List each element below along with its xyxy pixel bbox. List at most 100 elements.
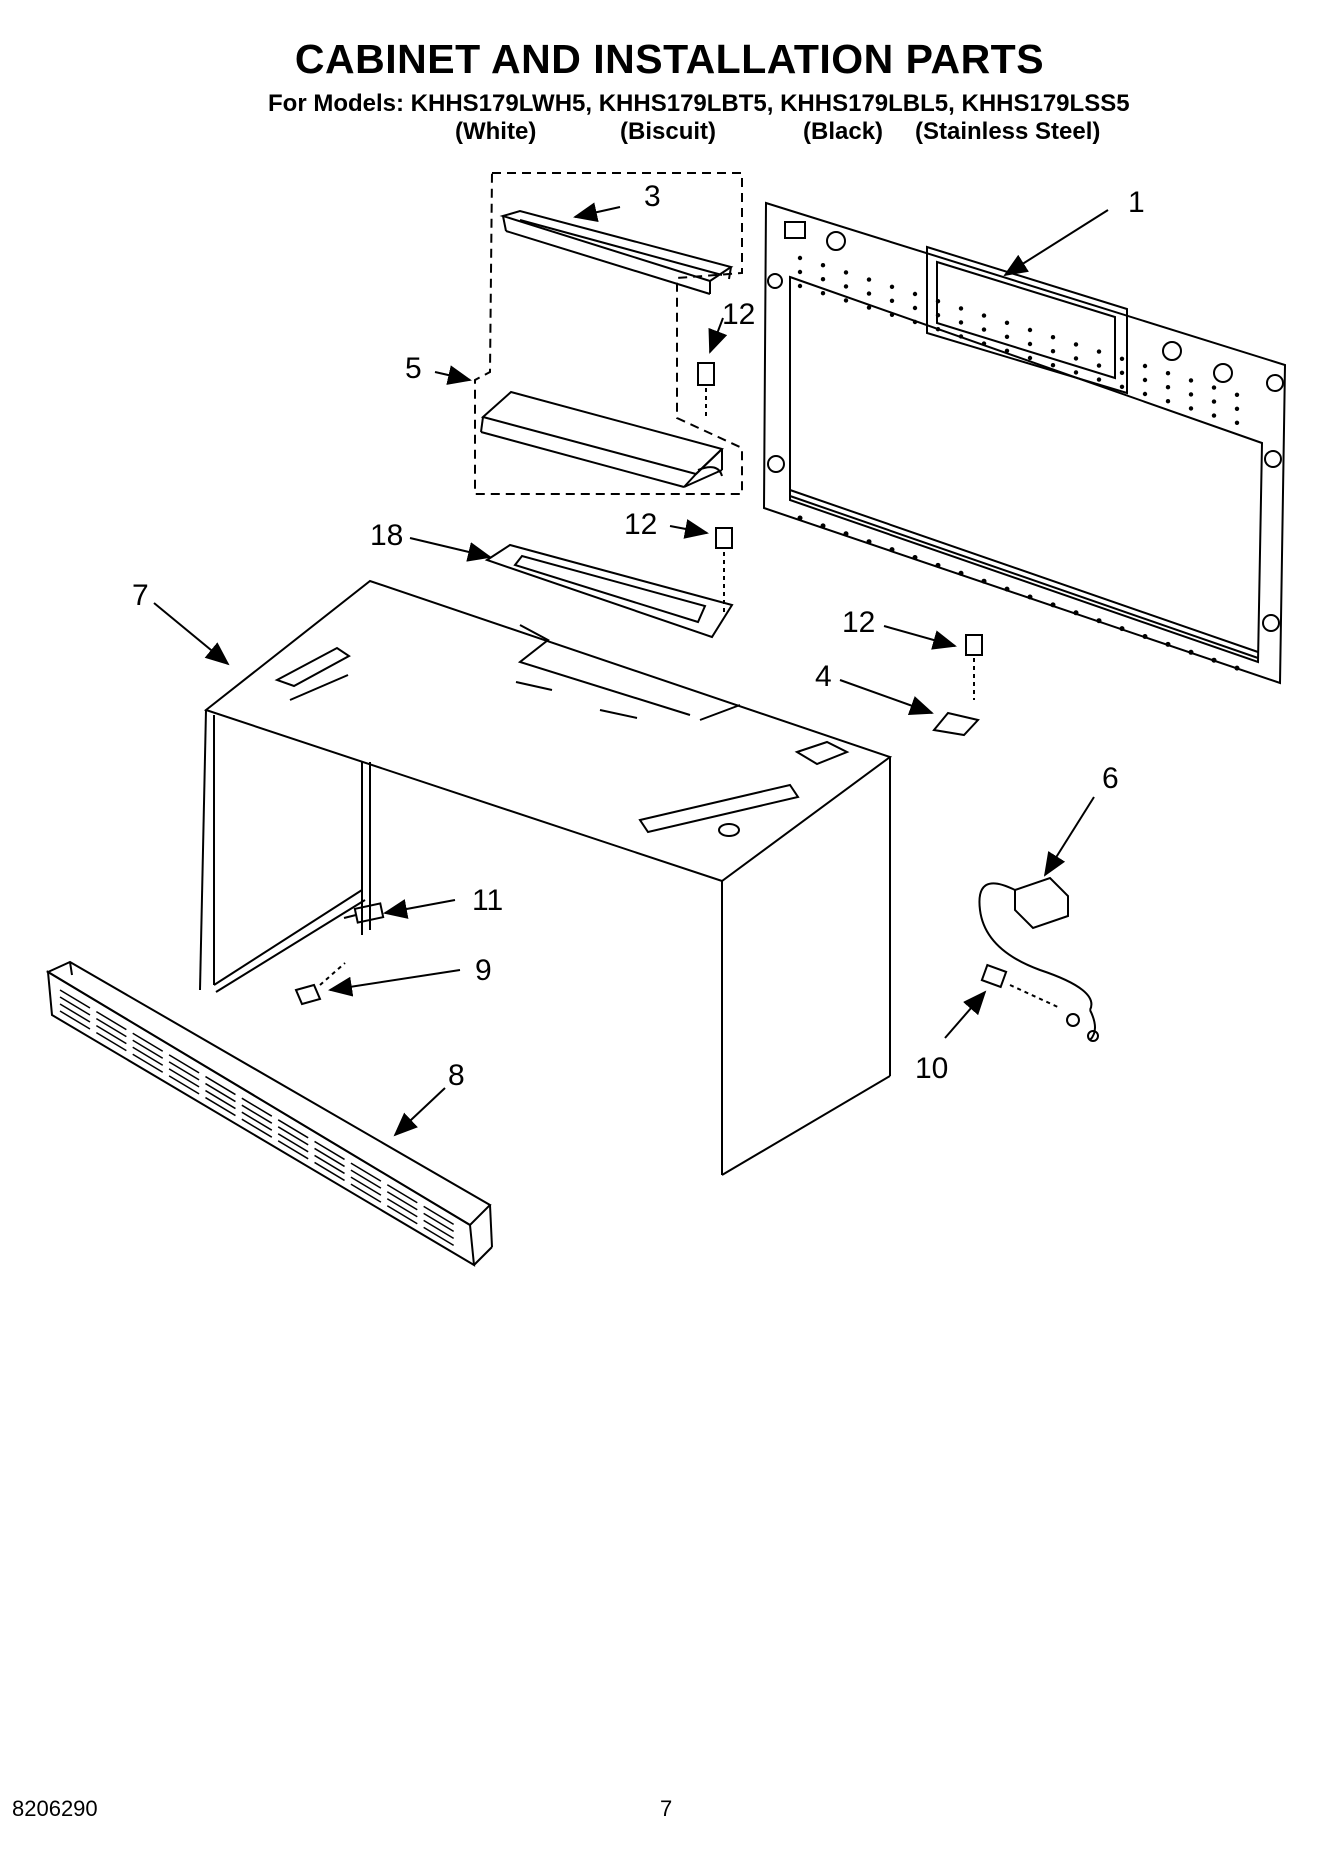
bracket-part-5 [480,390,724,488]
plate-hole [866,305,872,310]
plate-hole [1234,392,1240,397]
plate-hole [866,277,872,282]
plate-hole [820,291,826,296]
screw-part-10 [980,963,1061,1009]
grille-slat [132,1046,164,1066]
plate-hole [1211,657,1217,663]
grille-slat [314,1140,345,1161]
grille-slat [95,1010,127,1031]
plate-hole [1027,355,1033,361]
grille-slat [205,1096,236,1117]
plate-hole [797,515,803,521]
plate-hole [843,270,849,275]
callout-part-3: 3 [644,180,661,213]
plate-hole [958,320,964,325]
plate-hole [1050,602,1056,608]
variant-stainless: (Stainless Steel) [915,118,1101,145]
plate-hole [889,547,895,553]
grille-slat [386,1191,418,1211]
plate-hole [1073,370,1079,375]
grille-slat [386,1198,418,1218]
plate-hole [912,291,918,297]
plate-hole [1188,406,1194,411]
rail-part-3 [499,209,734,295]
group-box-part-5 [474,172,743,495]
plate-hole [1119,626,1125,632]
vent-grille-slats [59,989,455,1247]
plate-hole [981,578,987,584]
plate-hole [912,305,918,311]
grille-slat [423,1226,455,1247]
plate-hole [958,334,964,339]
plate-hole [1142,391,1148,397]
plate-hole [820,277,826,282]
plate-hole [1119,370,1125,375]
plate-hole [1027,341,1033,347]
plate-hole [1027,594,1033,600]
plate-hole [1119,384,1125,389]
grille-slat [350,1176,382,1196]
callout-part-7: 7 [132,579,149,612]
grille-slat [314,1154,345,1175]
plate-hole [935,313,941,318]
plate-hole [797,269,803,275]
mounting-plate-holes [797,255,1240,671]
plate-hole [1234,420,1240,425]
plate-hole [981,341,987,346]
plate-hole [1004,334,1010,339]
callout-part-12b: 12 [624,508,657,541]
plate-hole [1165,385,1171,390]
grille-slat [95,1031,127,1052]
plate-hole [797,255,803,261]
plate-hole [1211,385,1217,390]
plate-hole [1188,649,1194,655]
grille-slat [350,1169,382,1189]
plate-hole [1234,665,1240,671]
plate-hole [1096,618,1102,624]
plate-hole [1142,634,1148,639]
grille-slat [241,1097,273,1117]
grille-slat [168,1068,200,1088]
screw-part-11 [343,902,385,924]
plate-hole [1211,413,1217,418]
plate-hole [866,539,872,545]
plate-hole [1050,335,1056,340]
plate-hole [843,284,849,289]
callout-part-6: 6 [1102,762,1119,795]
grille-slat [386,1205,418,1225]
callout-part-1: 1 [1128,186,1145,219]
grille-slat [423,1205,455,1226]
variant-biscuit: (Biscuit) [620,118,716,145]
cabinet-part-7 [199,579,893,1176]
plate-hole [981,327,987,332]
grille-slat [241,1111,273,1131]
grille-slat [386,1184,418,1204]
grille-slat [132,1032,164,1052]
plate-hole [889,284,895,289]
plate-hole [981,313,987,318]
callout-part-5: 5 [405,352,422,385]
grille-slat [423,1212,455,1233]
plate-hole [820,263,826,268]
plate-hole [1027,327,1033,333]
grille-slat [59,989,91,1009]
plate-hole [1165,641,1171,647]
plate-hole [1165,399,1171,404]
grille-slat [205,1082,236,1103]
models-line: For Models: KHHS179LWH5, KHHS179LBT5, KH… [268,90,1130,117]
callout-part-8: 8 [448,1059,465,1092]
grille-slat [277,1140,309,1160]
grille-slat [59,996,91,1016]
plate-hole [958,570,964,576]
plate-hole [912,555,918,560]
plate-hole [1211,399,1217,404]
callout-part-11: 11 [472,884,503,917]
gasket-part-18 [484,543,734,639]
clip-part-4 [932,711,980,737]
screw-part-12-right [965,634,983,700]
plate-hole [1142,363,1148,369]
plate-hole [820,523,826,529]
plate-hole [889,298,895,303]
grille-slat [132,1039,164,1059]
grille-slat [423,1219,455,1240]
